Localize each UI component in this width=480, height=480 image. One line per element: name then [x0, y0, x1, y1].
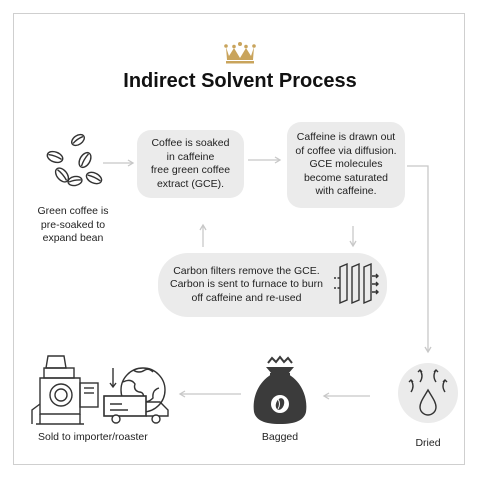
caption-dried: Dried [415, 437, 441, 449]
step-soak-box: Coffee is soaked in caffeine free green … [137, 130, 244, 198]
step-diffusion-box: Caffeine is drawn out of coffee via diff… [287, 122, 405, 208]
page-title: Indirect Solvent Process [123, 70, 357, 92]
arrow-diffusion-to-dried [407, 165, 432, 354]
caption-sold: Sold to importer/roaster [38, 431, 148, 443]
step-carbon-box: Carbon filters remove the GCE. Carbon is… [158, 253, 387, 317]
diagram-frame [13, 13, 465, 465]
caption-bagged: Bagged [261, 431, 299, 443]
caption-green-coffee: Green coffee is pre-soaked to expand bea… [37, 205, 109, 244]
